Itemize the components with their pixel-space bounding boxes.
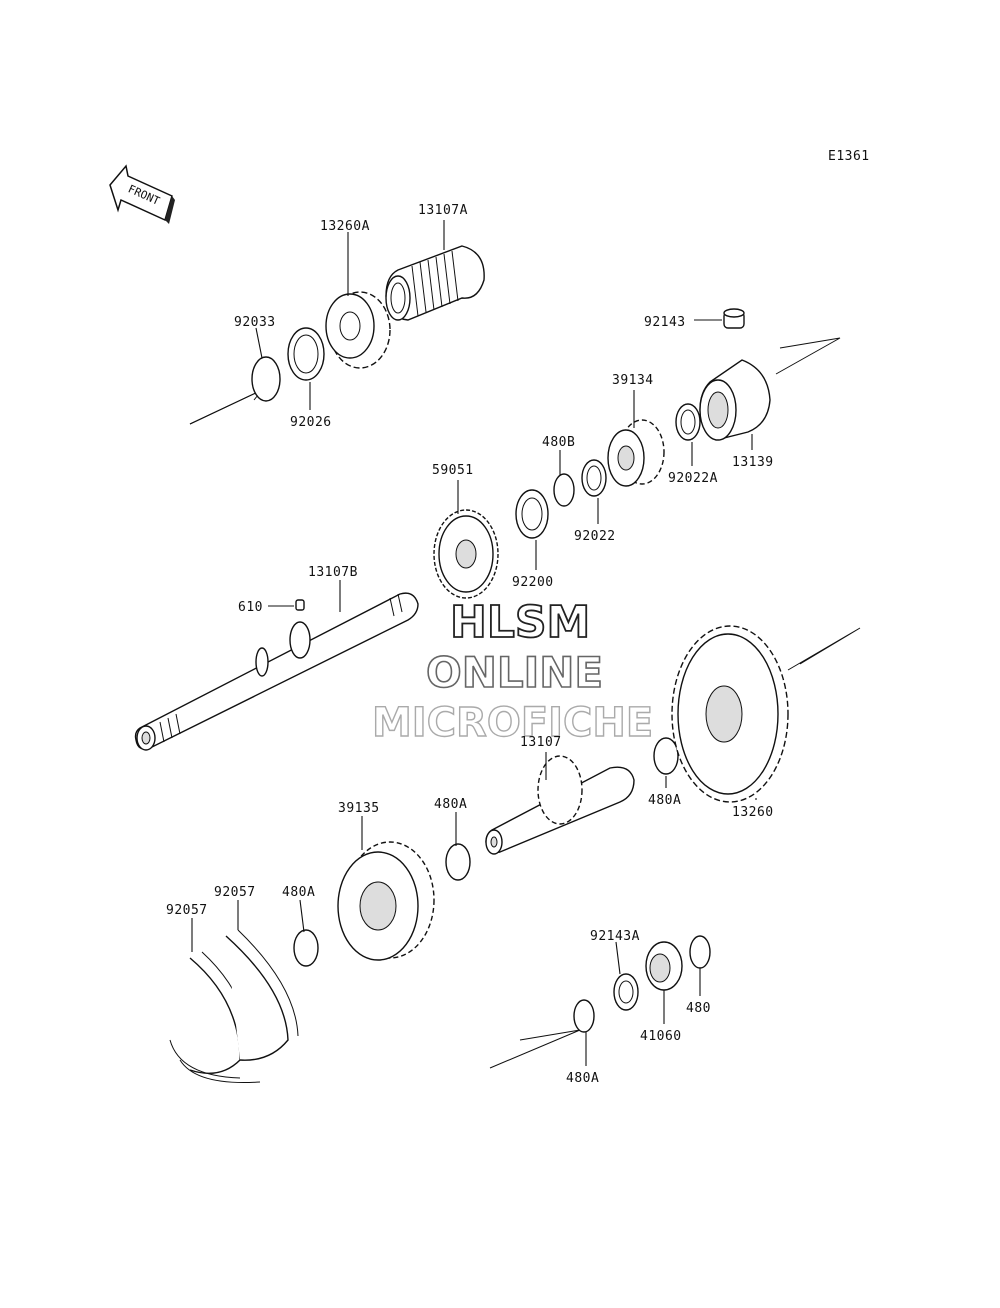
part-480A-circlip-1 <box>653 737 679 775</box>
label-92022A: 92022A <box>668 471 718 486</box>
label-13107: 13107 <box>520 735 562 750</box>
part-92033-circlip <box>251 356 281 402</box>
part-92143-collar <box>723 308 745 329</box>
label-480A-3: 480A <box>282 885 315 900</box>
part-92022A-washer <box>675 403 701 441</box>
leader-lines <box>191 220 757 1066</box>
part-480-circlip <box>689 935 711 969</box>
label-13107B: 13107B <box>308 565 358 580</box>
part-610-pin <box>295 599 305 611</box>
label-92143: 92143 <box>644 315 686 330</box>
label-92200: 92200 <box>512 575 554 590</box>
label-92026: 92026 <box>290 415 332 430</box>
label-13107A: 13107A <box>418 203 468 218</box>
part-92057-chain-2 <box>179 929 299 1083</box>
label-480A-4: 480A <box>566 1071 599 1086</box>
part-13139-shifter <box>699 359 771 441</box>
label-480B: 480B <box>542 435 575 450</box>
part-13107-shaft <box>485 755 635 855</box>
label-92057: 92057 <box>166 903 208 918</box>
diagram-code: E1361 <box>828 149 870 164</box>
part-92200-washer <box>515 489 549 539</box>
part-13107B-shaft <box>134 592 419 751</box>
part-92026-washer <box>287 327 325 381</box>
part-39135-gear <box>337 841 435 961</box>
watermark-line2: ONLINE <box>426 648 603 697</box>
part-480A-circlip-4 <box>573 999 595 1033</box>
label-480A-2: 480A <box>434 797 467 812</box>
label-39134: 39134 <box>612 373 654 388</box>
label-92033: 92033 <box>234 315 276 330</box>
label-41060: 41060 <box>640 1029 682 1044</box>
label-480A-1: 480A <box>648 793 681 808</box>
part-92022-washer <box>581 459 607 497</box>
part-480A-circlip-3 <box>293 929 319 967</box>
part-92143A-collar <box>613 973 639 1011</box>
part-13260A-gear <box>325 291 391 369</box>
label-480: 480 <box>686 1001 711 1016</box>
watermark-line1: HLSM <box>450 597 590 648</box>
part-39134-gear <box>607 419 665 487</box>
watermark-line3: MICROFICHE <box>372 700 653 746</box>
label-610: 610 <box>238 600 263 615</box>
part-59051-gear <box>433 509 499 599</box>
part-480A-circlip-2 <box>445 843 471 881</box>
label-59051: 59051 <box>432 463 474 478</box>
part-13260-gear <box>671 625 789 803</box>
label-92057-top: 92057 <box>214 885 256 900</box>
label-13260: 13260 <box>732 805 774 820</box>
label-92022: 92022 <box>574 529 616 544</box>
front-arrow-icon: FRONT <box>109 164 175 224</box>
part-480B-circlip <box>553 473 575 507</box>
label-39135: 39135 <box>338 801 380 816</box>
part-41060-bushing <box>645 941 683 991</box>
label-92143A: 92143A <box>590 929 640 944</box>
part-13107A-sleeve <box>385 245 485 321</box>
label-13139: 13139 <box>732 455 774 470</box>
label-13260A: 13260A <box>320 219 370 234</box>
